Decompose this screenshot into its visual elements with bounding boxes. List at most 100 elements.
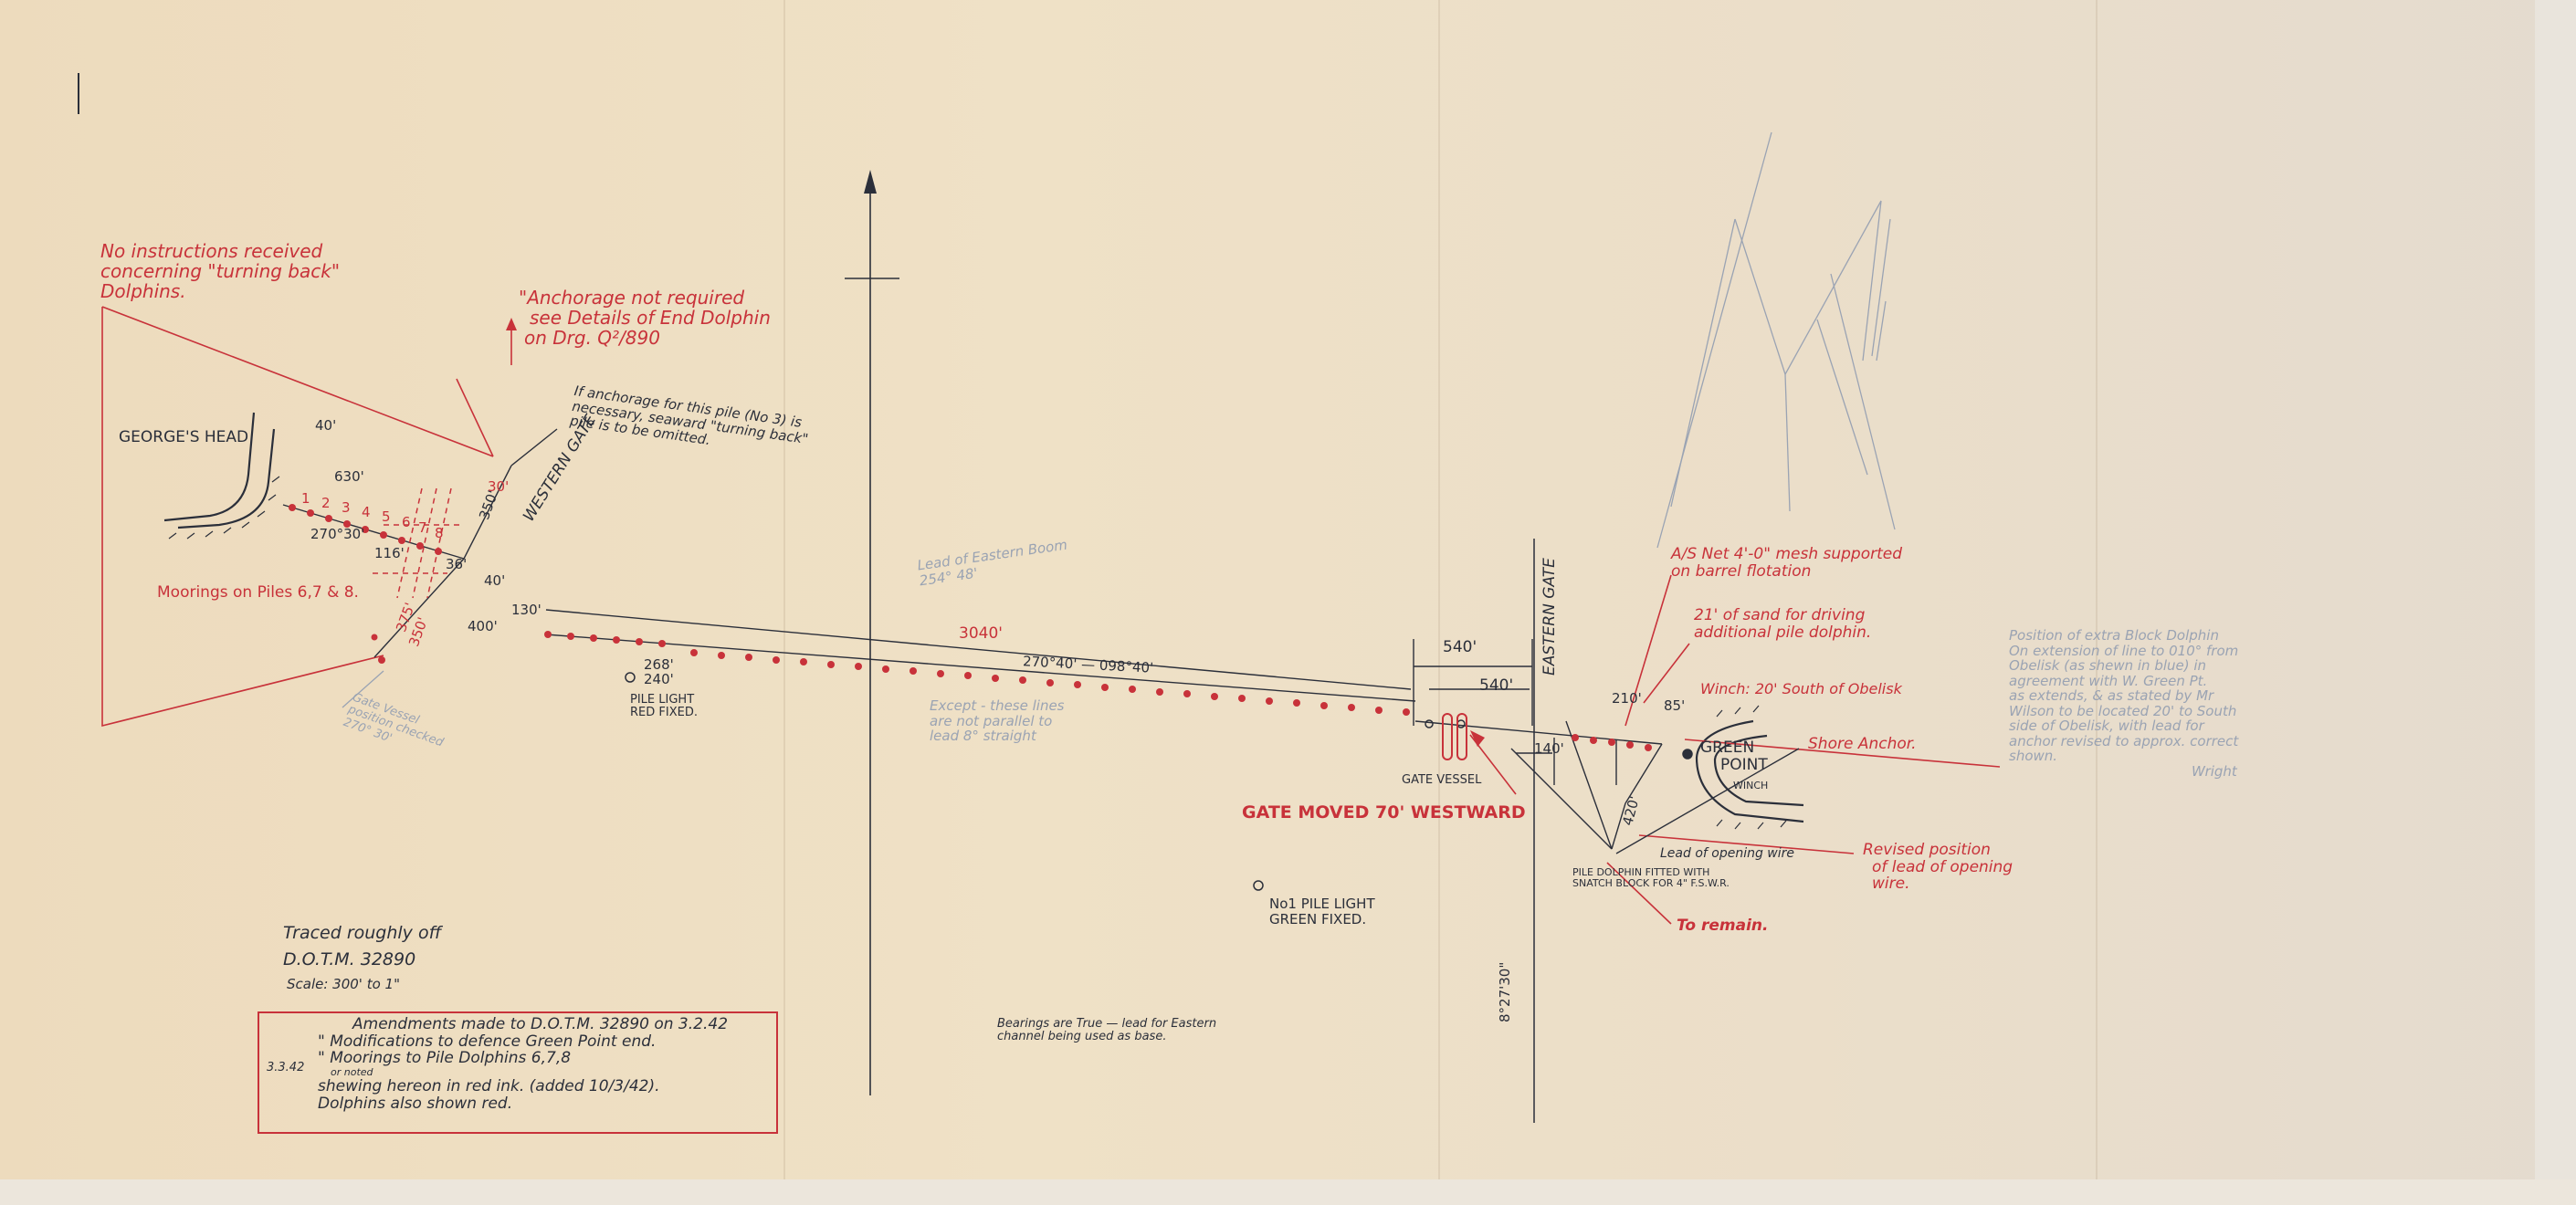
red-leader-lines xyxy=(101,306,2001,925)
dim-label: 240' xyxy=(644,671,674,687)
note-line: on Drg. Q²/890 xyxy=(524,327,660,349)
note-shore-anchor: Shore Anchor. xyxy=(1808,735,1917,753)
note-line: additional pile dolphin. xyxy=(1694,623,1872,642)
note-line: Revised position xyxy=(1863,841,1991,859)
note-line: on barrel flotation xyxy=(1671,561,1812,581)
note-line: agreement with W. Green Pt. xyxy=(2009,672,2208,689)
note-sand: 21' of sand for driving additional pile … xyxy=(1694,607,1871,641)
dim-label: 130' xyxy=(511,602,541,618)
label-line: PILE LIGHT xyxy=(630,693,695,707)
dim-label: 268' xyxy=(644,656,674,673)
pencil-arrow-icon xyxy=(342,670,384,708)
note-line: shown. xyxy=(2009,748,2058,764)
pile-number: 6 xyxy=(402,514,411,530)
dim-label: 30' xyxy=(488,478,510,495)
boom-net-lines xyxy=(282,428,1800,854)
dim-label: 116' xyxy=(374,545,405,561)
bearing-vertical: 8°27'30" xyxy=(1497,961,1513,1022)
dim-label: 400' xyxy=(468,618,498,634)
note-line: Position of extra Block Dolphin xyxy=(2009,627,2219,644)
gate-vessel-icon xyxy=(1442,713,1467,760)
amendment-notes: Amendments made to D.O.T.M. 32890 on 3.2… xyxy=(312,1016,728,1113)
note-gate-moved: GATE MOVED 70' WESTWARD xyxy=(1242,802,1526,823)
pencil-note-right: Position of extra Block Dolphin On exten… xyxy=(2009,628,2238,779)
label-winch: WINCH xyxy=(1733,780,1769,791)
paper-fold xyxy=(2096,0,2098,1205)
dim-label: 540' xyxy=(1479,676,1514,695)
note-line: or noted xyxy=(331,1066,373,1079)
dim-label: 85' xyxy=(1664,697,1686,714)
note-no-instructions: No instructions received concerning "tur… xyxy=(100,241,340,301)
note-anchorage: "Anchorage not required see Details of E… xyxy=(519,288,771,348)
note-line: of lead of opening xyxy=(1872,857,2013,876)
note-line: Wright xyxy=(2192,762,2237,780)
north-arrow-icon xyxy=(845,170,899,1095)
note-winch: Winch: 20' South of Obelisk xyxy=(1700,680,1902,697)
label-line: GREEN FIXED. xyxy=(1269,910,1367,927)
dim-label: 270°30' xyxy=(310,526,365,542)
pencil-bearing-lines xyxy=(1656,131,1896,549)
note-line: Bearings are True — lead for Eastern xyxy=(997,1017,1217,1031)
note-line: wire. xyxy=(1872,875,1910,894)
dim-label: 40' xyxy=(315,417,337,434)
note-line: are not parallel to xyxy=(930,712,1053,729)
note-line: No instructions received xyxy=(100,240,323,262)
paper-fold xyxy=(783,0,785,1205)
pile-light-markers xyxy=(625,672,1693,891)
pile-dolphins xyxy=(289,504,1652,751)
note-line: Wilson to be located 20' to South xyxy=(2009,702,2237,719)
pile-number: 2 xyxy=(321,495,331,511)
note-line: Amendments made to D.O.T.M. 32890 on 3.2… xyxy=(352,1015,729,1033)
note-line: Dolphins also shown red. xyxy=(318,1094,513,1113)
note-line: Traced roughly off xyxy=(283,923,442,943)
note-line: " Moorings to Pile Dolphins 6,7,8 xyxy=(318,1049,572,1068)
note-line: concerning "turning back" xyxy=(100,260,341,282)
pile-number: 8 xyxy=(435,525,444,541)
label-georges-head: GEORGE'S HEAD xyxy=(119,428,249,446)
note-line: shewing hereon in red ink. (added 10/3/4… xyxy=(318,1077,660,1096)
note-line: " Modifications to defence Green Point e… xyxy=(318,1032,657,1051)
dim-label: 630' xyxy=(334,468,364,485)
paper-fold xyxy=(1438,0,1440,1205)
label-line: POINT xyxy=(1720,755,1768,774)
dim-label: 210' xyxy=(1612,690,1642,707)
green-point-coastline xyxy=(1695,705,1804,830)
label-gate-vessel: GATE VESSEL xyxy=(1402,773,1482,787)
note-line: 21' of sand for driving xyxy=(1694,606,1866,624)
note-line: On extension of line to 010° from xyxy=(2009,642,2239,659)
dim-label: 40' xyxy=(484,572,506,589)
scan-margin xyxy=(0,1179,2576,1205)
note-lead-opening: Lead of opening wire xyxy=(1660,846,1795,861)
note-asnet: A/S Net 4'-0" mesh supported on barrel f… xyxy=(1671,546,1902,580)
label-pile-light-green: No1 PILE LIGHT GREEN FIXED. xyxy=(1269,896,1375,927)
note-line: lead 8° straight xyxy=(930,728,1036,744)
label-pile-light-red: PILE LIGHT RED FIXED. xyxy=(630,693,698,720)
dim-label: 36' xyxy=(446,556,468,572)
note-traced: Traced roughly off D.O.T.M. 32890 Scale:… xyxy=(283,924,441,991)
note-line: PILE DOLPHIN FITTED WITH xyxy=(1572,866,1710,878)
pile-number: 4 xyxy=(362,504,371,520)
note-to-remain: To remain. xyxy=(1677,917,1769,935)
amendment-date: 3.3.42 xyxy=(267,1061,305,1074)
dim-label: 140' xyxy=(1534,740,1564,757)
scan-margin xyxy=(2535,0,2576,1205)
note-line: A/S Net 4'-0" mesh supported xyxy=(1671,545,1903,563)
note-pile-dolphin: PILE DOLPHIN FITTED WITH SNATCH BLOCK FO… xyxy=(1572,866,1730,889)
note-line: Dolphins. xyxy=(100,280,186,302)
georges-head-coastline xyxy=(163,412,280,540)
dim-label: 540' xyxy=(1443,638,1477,656)
note-line: D.O.T.M. 32890 xyxy=(283,948,416,969)
note-line: as extends, & as stated by Mr xyxy=(2009,687,2214,704)
note-line: Obelisk (as shewn in blue) in xyxy=(2009,657,2207,674)
note-line: anchor revised to approx. correct xyxy=(2009,732,2239,749)
pile-number: 7 xyxy=(418,519,427,536)
note-line: Scale: 300' to 1" xyxy=(287,975,400,992)
pencil-note-center: Except - these lines are not parallel to… xyxy=(930,698,1065,744)
note-bearings: Bearings are True — lead for Eastern cha… xyxy=(997,1017,1217,1044)
label-green-point: GREEN POINT xyxy=(1700,739,1768,773)
note-line: side of Obelisk, with lead for xyxy=(2009,718,2204,734)
label-line: RED FIXED. xyxy=(630,706,698,720)
amendment-box xyxy=(258,1011,778,1134)
